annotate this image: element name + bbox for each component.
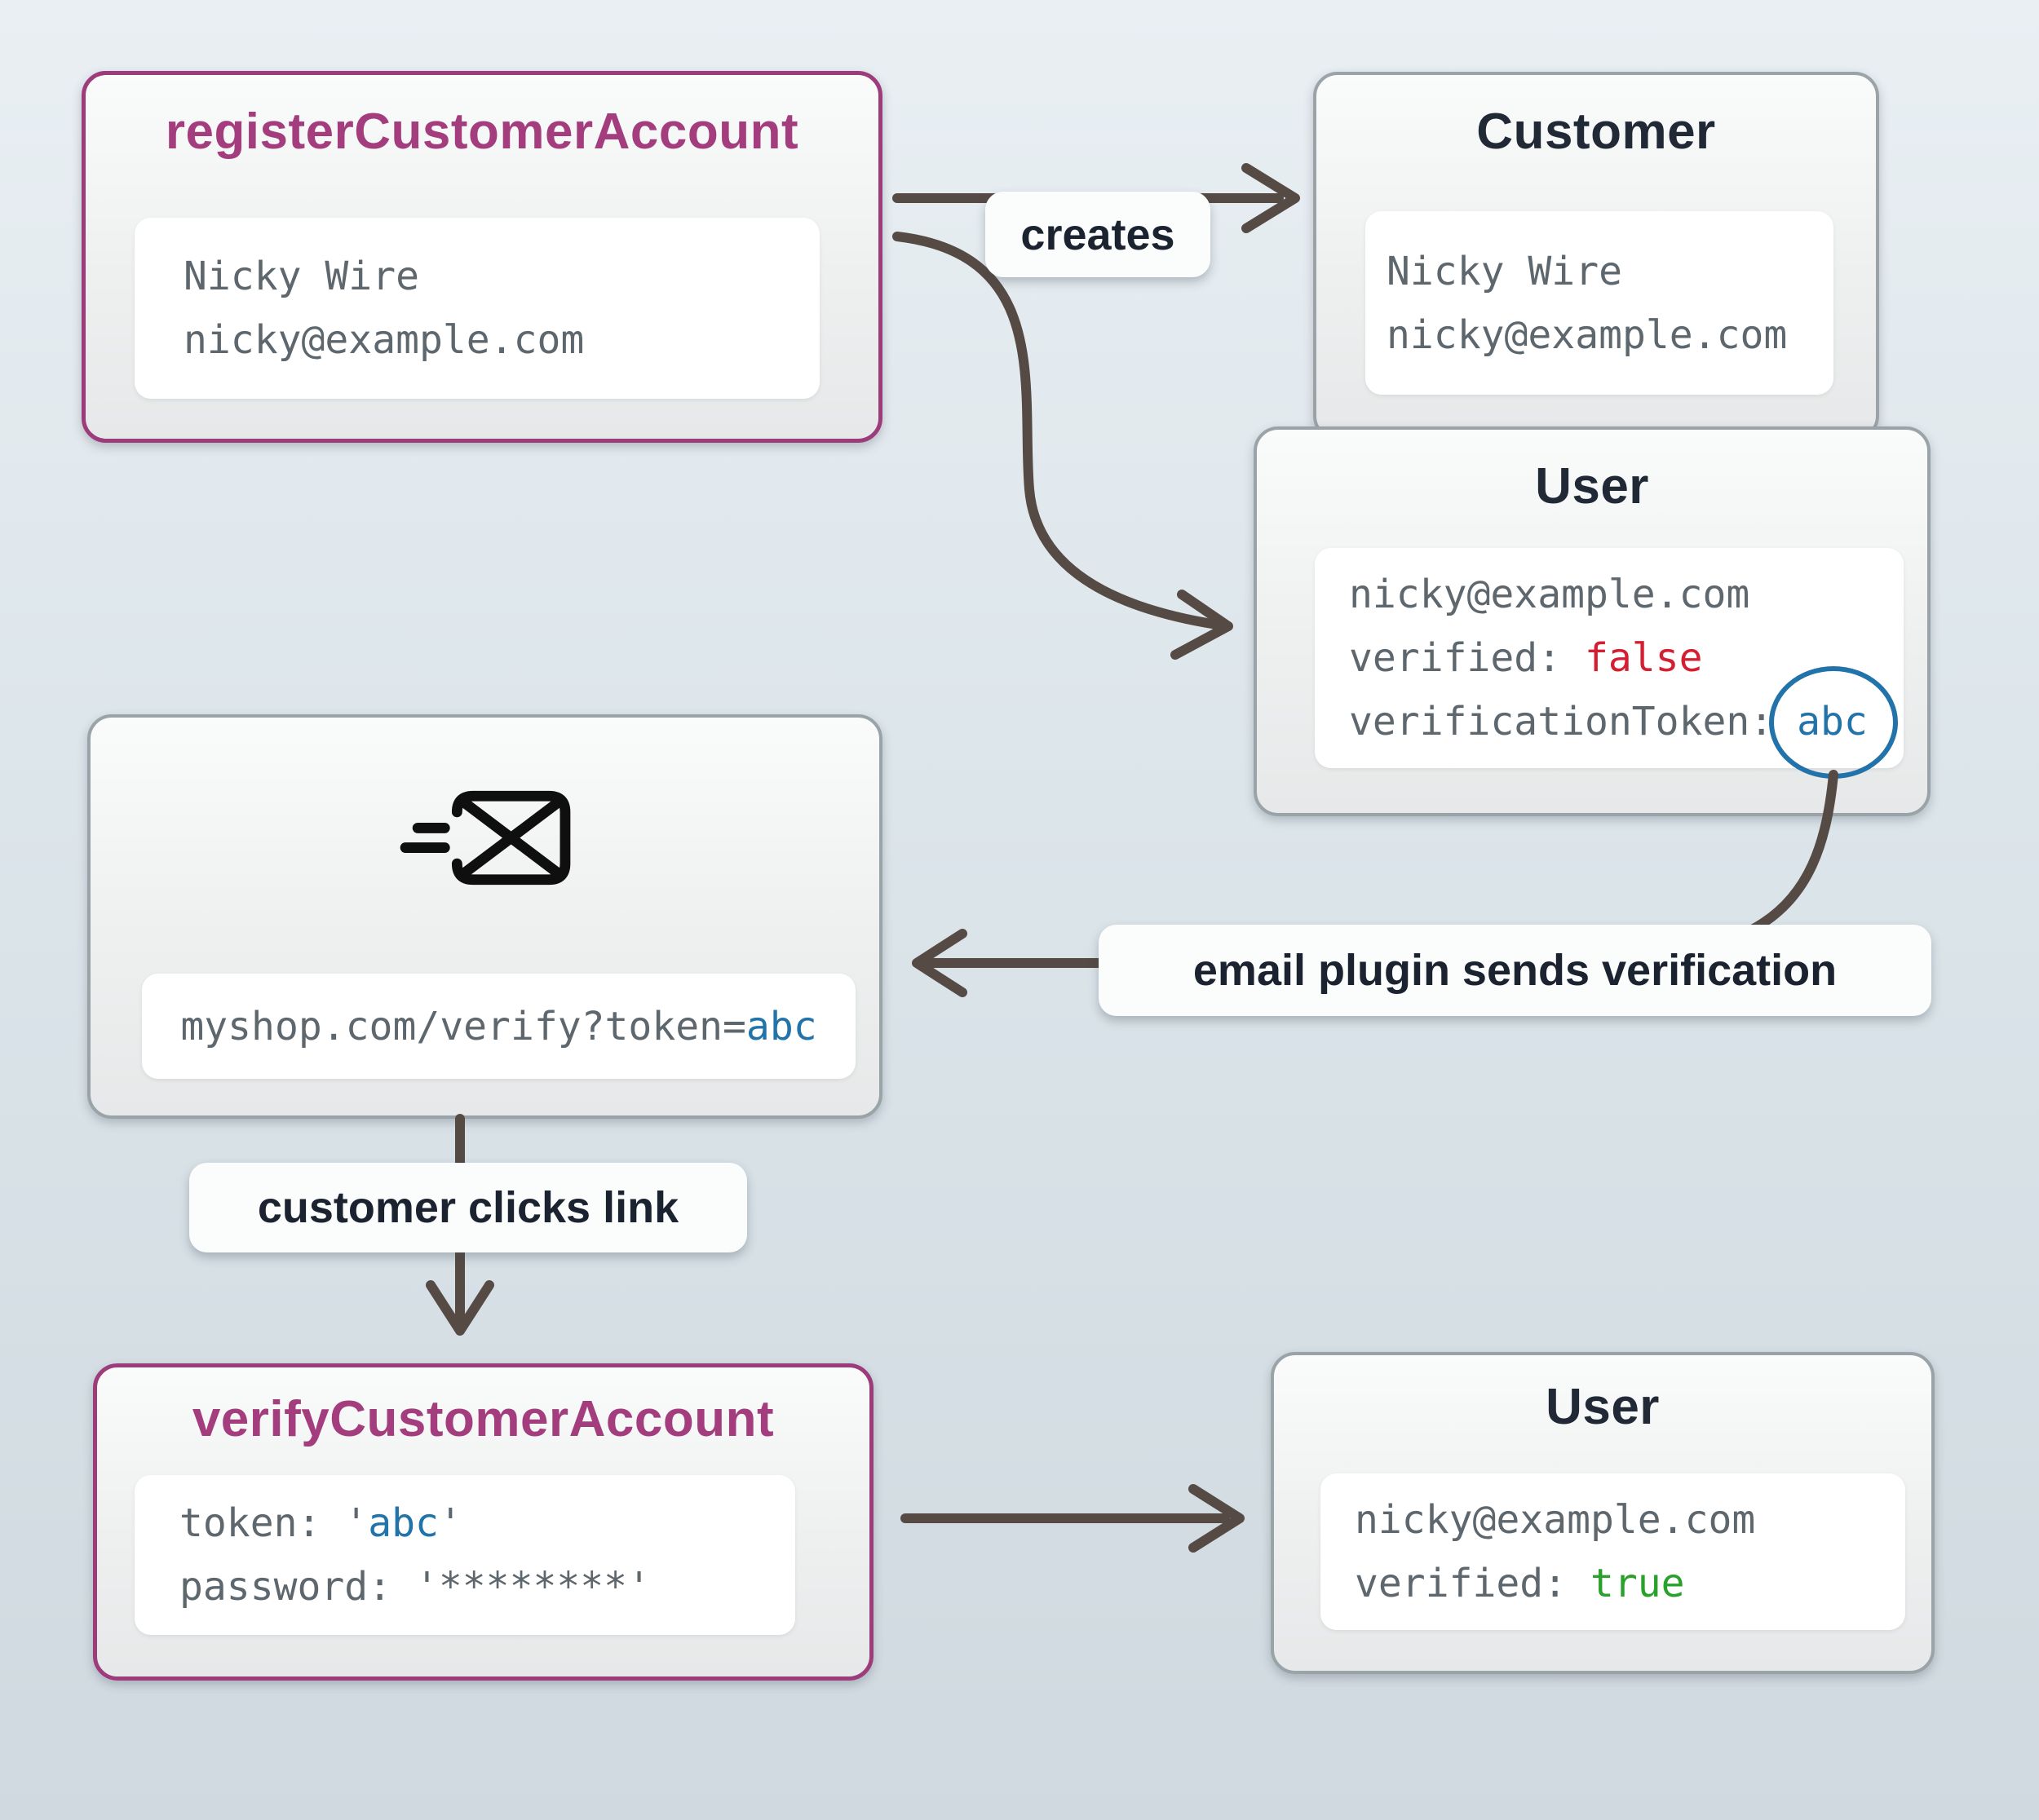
verification-email-box: myshop.com/verify?token=abc	[87, 714, 882, 1119]
verified-label: verified:	[1355, 1561, 1568, 1606]
register-email-value: nicky@example.com	[184, 317, 585, 363]
customer-name-value: Nicky Wire	[1387, 248, 1622, 294]
creates-label: creates	[985, 192, 1210, 277]
arrow-clicks-head	[426, 1280, 494, 1336]
verify-box-fields: token: 'abc' password: '********'	[135, 1475, 795, 1635]
register-name-value: Nicky Wire	[184, 254, 419, 299]
verification-url-prefix: myshop.com/verify?token=	[180, 1003, 746, 1049]
user-unverified-token-line: verificationToken:abc	[1349, 666, 1904, 779]
user-unverified-email-value: nicky@example.com	[1349, 572, 1750, 617]
user-verified-verified-line: verified: true	[1355, 1552, 1905, 1615]
arrow-verify-user-head	[1188, 1484, 1245, 1553]
register-box-title: registerCustomerAccount	[165, 104, 799, 160]
verification-link-field: myshop.com/verify?token=abc	[142, 974, 856, 1079]
arrow-creates-head	[1241, 163, 1300, 233]
user-verified-email-value: nicky@example.com	[1355, 1497, 1756, 1543]
password-label: password:	[179, 1564, 392, 1610]
arrow-creates-user-head	[1170, 590, 1233, 660]
customer-email-value: nicky@example.com	[1387, 311, 1788, 358]
email-plugin-sends-verification-label: email plugin sends verification	[1099, 925, 1931, 1016]
send-email-icon	[400, 790, 570, 886]
customer-clicks-link-label: customer clicks link	[189, 1163, 747, 1252]
verify-box-title: verifyCustomerAccount	[192, 1391, 775, 1447]
verified-label: verified:	[1349, 635, 1562, 681]
user-verified-fields: nicky@example.com verified: true	[1320, 1473, 1905, 1630]
password-value: '********'	[414, 1564, 651, 1610]
verification-token-label: verificationToken:	[1349, 699, 1774, 744]
user-verified-box: User nicky@example.com verified: true	[1271, 1352, 1935, 1674]
customer-box-title: Customer	[1476, 104, 1716, 160]
verification-url-token: abc	[745, 1003, 817, 1049]
user-unverified-box: User nicky@example.com verified: false ve…	[1254, 426, 1931, 816]
verified-true-value: true	[1590, 1561, 1685, 1606]
user-unverified-verified-line: verified: false	[1349, 626, 1904, 690]
user-verified-box-title: User	[1546, 1379, 1660, 1435]
user-unverified-fields: nicky@example.com verified: false verific…	[1315, 548, 1904, 779]
customer-box-fields: Nicky Wire nicky@example.com	[1365, 211, 1833, 395]
token-label: token:	[179, 1500, 321, 1546]
verification-token-value: abc	[1769, 666, 1898, 779]
token-value: abc	[368, 1500, 439, 1546]
verified-false-value: false	[1584, 635, 1703, 681]
token-open-quote: '	[344, 1500, 369, 1546]
arrow-creates-user-curve	[892, 232, 1222, 629]
verify-password-line: password: '********'	[179, 1555, 795, 1619]
verify-token-line: token: 'abc'	[179, 1491, 795, 1555]
verification-link-value: myshop.com/verify?token=abc	[180, 995, 816, 1058]
arrow-email-head	[912, 929, 967, 997]
user-unverified-box-title: User	[1535, 458, 1649, 515]
token-close-quote: '	[438, 1500, 462, 1546]
customer-box: Customer Nicky Wire nicky@example.com	[1313, 72, 1879, 440]
verify-customer-account-box: verifyCustomerAccount token: 'abc' passwo…	[93, 1363, 874, 1681]
register-box-fields: Nicky Wire nicky@example.com	[135, 218, 820, 399]
register-customer-account-box: registerCustomerAccount Nicky Wire nicky…	[82, 71, 882, 443]
